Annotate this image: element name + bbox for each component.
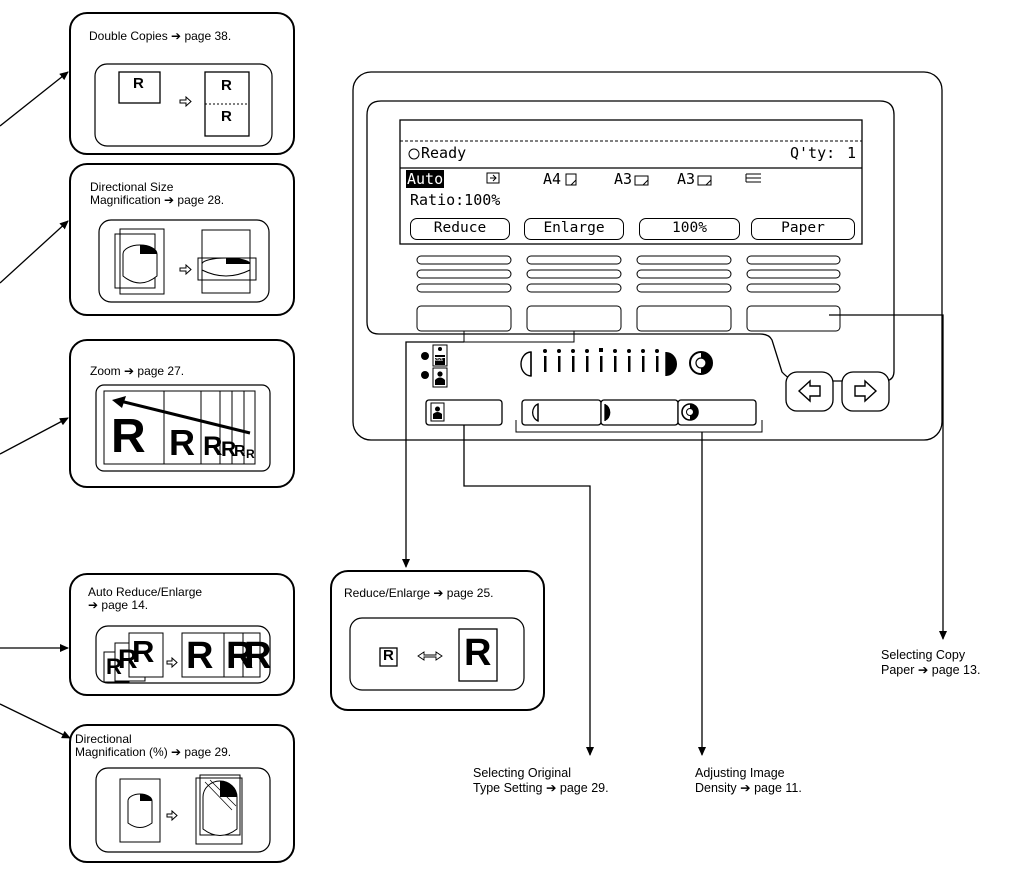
reduce-enlarge-illustration — [349, 617, 525, 691]
leader-double-copies — [0, 71, 69, 127]
double-copies-original-r: R — [133, 75, 144, 92]
leader-zoom — [0, 417, 69, 455]
callout-reduce-enlarge: Reduce/Enlarge ➔ page 25. — [330, 570, 545, 711]
lcd-qty-value: 1 — [847, 144, 857, 162]
lcd-paper-size-3: A3 — [677, 170, 696, 188]
lcd-auto-indicator: Auto — [406, 170, 445, 188]
callout-directional-pct-label: Directional Magnification (%) ➔ page 29. — [75, 732, 232, 759]
ref-original-type: Selecting Original Type Setting ➔ page 2… — [473, 766, 609, 795]
auto-density-icon — [689, 351, 713, 375]
auto-reduce-r-3: R — [132, 634, 155, 669]
callout-reduce-enlarge-label: Reduce/Enlarge ➔ page 25. — [344, 586, 494, 600]
lcd-auto-text: Auto — [406, 170, 445, 188]
photo-mode-key-icon — [430, 402, 445, 422]
lcd-reduce-button[interactable]: Reduce — [410, 218, 510, 240]
lcd-paper-size-2: A3 — [614, 170, 633, 188]
zoom-r-4: R — [221, 438, 237, 461]
zoom-r-3: R — [203, 431, 223, 461]
leader-original-type — [463, 425, 594, 756]
zoom-r-1: R — [111, 410, 146, 463]
lcd-ratio: Ratio:100% — [410, 191, 501, 209]
lcd-paper-button[interactable]: Paper — [751, 218, 855, 240]
directional-pct-illustration — [95, 767, 271, 853]
auto-density-key[interactable] — [677, 399, 757, 426]
auto-reduce-r-5: R — [226, 635, 254, 677]
callout-directional-size: Directional Size Magnification ➔ page 28… — [69, 163, 295, 316]
leader-copy-paper — [829, 314, 947, 640]
callout-zoom: Zoom ➔ page 27. — [69, 339, 295, 488]
callout-double-copies-label: Double Copies ➔ page 38. — [89, 29, 232, 43]
double-copies-copy-r-bottom: R — [221, 108, 232, 125]
function-keys[interactable] — [416, 255, 841, 332]
ref-copy-paper: Selecting Copy Paper ➔ page 13. — [881, 648, 981, 677]
leader-reduce-enlarge — [402, 341, 464, 568]
right-arrow-key[interactable] — [841, 371, 890, 412]
lcd-paper-size-1: A4 — [543, 170, 562, 188]
density-scale — [520, 348, 677, 377]
lcd-enlarge-button[interactable]: Enlarge — [524, 218, 624, 240]
photo-mode-icon — [432, 367, 448, 388]
indicator-dot-2 — [421, 371, 429, 379]
text-mode-aa-label: aa — [435, 356, 443, 363]
zoom-illustration — [95, 384, 271, 472]
auto-reduce-illustration — [95, 625, 271, 684]
callout-double-copies: Double Copies ➔ page 38. — [69, 12, 295, 155]
lcd-100-button[interactable]: 100% — [639, 218, 740, 240]
ref-image-density: Adjusting Image Density ➔ page 11. — [695, 766, 802, 795]
leader-directional-size — [0, 220, 69, 284]
duplex-original-icon — [486, 172, 500, 184]
lcd-qty-label: Q'ty: — [790, 144, 836, 162]
text-photo-mode-icon — [432, 344, 448, 367]
bypass-tray-icon — [745, 173, 761, 183]
zoom-r-6: R — [246, 447, 255, 461]
callout-auto-reduce: Auto Reduce/Enlarge ➔ page 14. — [69, 573, 295, 696]
indicator-dot-1 — [421, 352, 429, 360]
callout-directional-pct: Directional Magnification (%) ➔ page 29. — [69, 724, 295, 863]
lcd-status: Ready — [421, 144, 467, 162]
double-copies-illustration — [94, 63, 273, 147]
auto-reduce-r-2: R — [118, 644, 138, 674]
ready-circle-icon — [408, 148, 420, 160]
callout-directional-size-label: Directional Size Magnification ➔ page 28… — [90, 180, 225, 207]
auto-reduce-r-6: R — [244, 635, 272, 677]
callout-zoom-label: Zoom ➔ page 27. — [90, 364, 185, 378]
directional-size-illustration — [98, 219, 270, 303]
zoom-r-2: R — [169, 422, 195, 463]
auto-reduce-r-1: R — [106, 654, 122, 679]
auto-reduce-r-4: R — [186, 635, 214, 677]
double-copies-copy-r-top: R — [221, 77, 232, 94]
callout-auto-reduce-label: Auto Reduce/Enlarge ➔ page 14. — [88, 585, 203, 612]
reduce-enlarge-large-r: R — [464, 632, 492, 674]
reduce-enlarge-small-r: R — [383, 647, 394, 664]
left-arrow-key[interactable] — [785, 371, 834, 412]
leader-directional-pct — [0, 703, 71, 739]
zoom-r-5: R — [234, 443, 246, 460]
